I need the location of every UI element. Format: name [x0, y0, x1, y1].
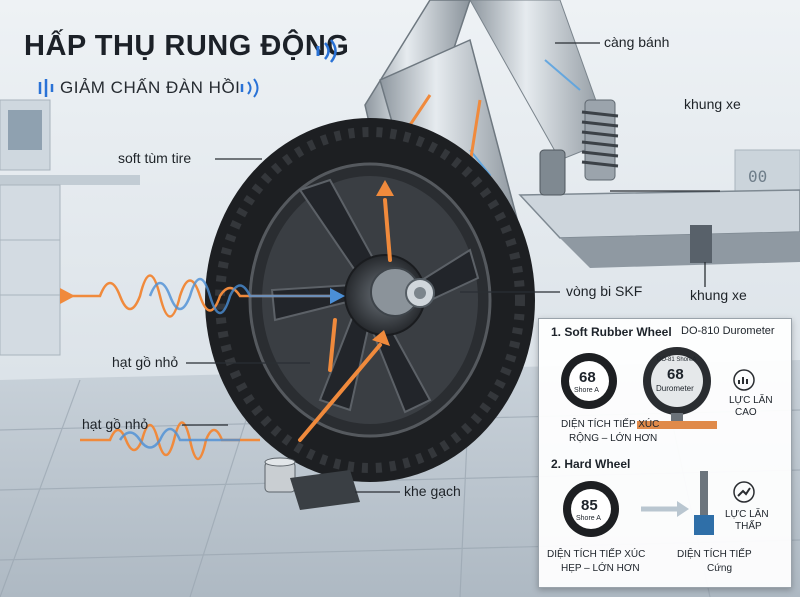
rolling-force-low-line2: THẤP [735, 521, 762, 532]
hard-contact-stem [694, 471, 714, 535]
soft-contact-line1: DIỆN TÍCH TIẾP XÚC [561, 419, 660, 430]
hard-contact-line2: HẸP – LỚN HƠN [561, 563, 640, 574]
label-frame-top: khung xe [684, 96, 741, 112]
soft-hardness-gauge [561, 353, 617, 409]
hard-contact2-line1: DIỆN TÍCH TIẾP [677, 549, 752, 560]
hard-contact2-line2: Cứng [707, 563, 733, 574]
rolling-force-high-line1: LỰC LĂN [729, 395, 773, 406]
trend-up-icon [733, 481, 755, 503]
durometer-device [637, 347, 717, 429]
durometer-name: DO-810 Durometer [681, 325, 775, 337]
durometer-screen-label: DO-81 ShoreA [657, 357, 697, 363]
wave-right-icon [240, 78, 259, 98]
svg-text:00: 00 [748, 167, 767, 186]
soft-gauge-unit: Shore A [574, 387, 599, 394]
rolling-force-high-line2: CAO [735, 407, 757, 418]
label-particle-2: hạt gồ nhỏ [82, 416, 149, 432]
hard-hardness-gauge [563, 481, 619, 537]
soft-contact-line2: RỘNG – LỚN HƠN [569, 433, 658, 444]
hard-wheel-heading: 2. Hard Wheel [551, 457, 631, 471]
hard-gauge-value: 85 [581, 497, 598, 514]
arrow-right-icon [641, 501, 689, 517]
label-particle-1: hạt gồ nhỏ [112, 354, 179, 370]
rolling-force-low-line1: LỰC LĂN [725, 509, 769, 520]
soft-gauge-value: 68 [579, 369, 596, 386]
label-bearing: vòng bi SKF [566, 283, 643, 299]
hard-contact-line1: DIỆN TÍCH TIẾP XÚC [547, 549, 646, 560]
wave-left-icon [38, 79, 54, 97]
label-tile-gap: khe gạch [404, 483, 461, 499]
comparison-panel: 1. Soft Rubber Wheel DO-810 Durometer 68… [538, 318, 792, 588]
page-title: HẤP THỤ RUNG ĐỘNG [24, 30, 350, 62]
durometer-value: 68 [667, 366, 684, 383]
soft-wheel-heading: 1. Soft Rubber Wheel [551, 325, 672, 339]
hard-gauge-unit: Shore A [576, 515, 601, 522]
label-frame-bottom: khung xe [690, 287, 747, 303]
sound-wave-icon [316, 39, 337, 63]
page-subtitle: GIẢM CHẤN ĐÀN HỒI [60, 78, 241, 97]
label-fork: càng bánh [604, 34, 670, 50]
bar-chart-icon [733, 369, 755, 391]
durometer-unit: Durometer [656, 384, 694, 393]
label-soft-tire: soft tùm tire [118, 150, 192, 166]
